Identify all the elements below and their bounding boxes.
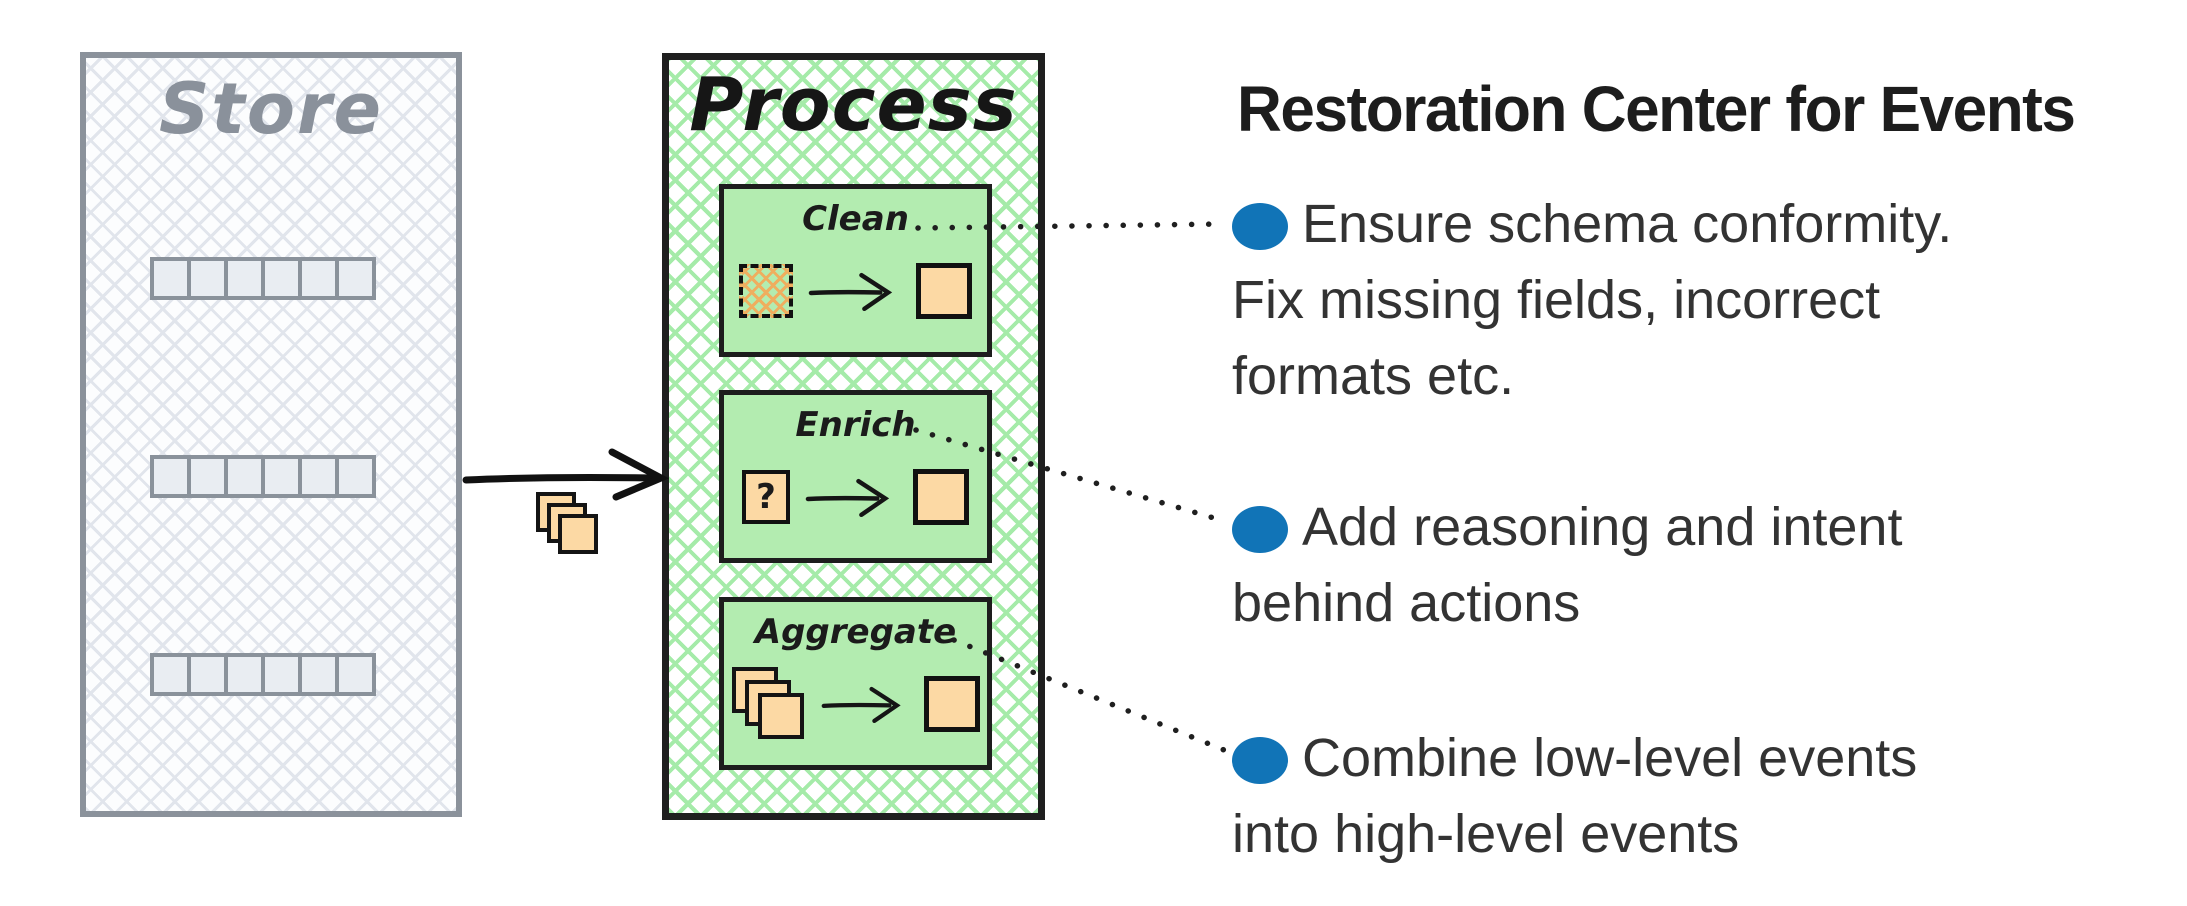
record-cell [224, 653, 265, 696]
orange-square-icon [916, 262, 972, 319]
step-enrich-row: ? [724, 445, 987, 558]
store-record-row [150, 257, 376, 300]
note-item-aggregate: Combine low-level events into high-level… [1232, 720, 1917, 872]
store-to-process-arrow-icon [462, 448, 670, 501]
step-enrich-label: Enrich [795, 405, 916, 445]
note-item-clean: Ensure schema conformity. Fix missing fi… [1232, 186, 1952, 414]
store-record-row [150, 653, 376, 696]
arrow-right-icon [805, 478, 890, 517]
note-text: Combine low-level events [1302, 728, 1918, 788]
step-enrich-box: Enrich ? [719, 390, 992, 563]
step-clean-box: Clean [719, 184, 992, 357]
record-cell [335, 455, 376, 498]
doc-square-icon [558, 514, 598, 554]
step-aggregate-box: Aggregate [719, 597, 992, 770]
note-line: Ensure schema conformity. [1232, 186, 1952, 262]
record-cell [261, 257, 302, 300]
bullet-dot-icon [1232, 737, 1288, 784]
record-cell [335, 257, 376, 300]
question-square-icon: ? [742, 469, 790, 524]
record-cell [335, 653, 376, 696]
record-cell [224, 257, 265, 300]
event-docs-stack-icon [536, 492, 600, 556]
note-text: Ensure schema conformity. [1302, 194, 1953, 254]
step-aggregate-row [724, 652, 987, 765]
record-cell [298, 455, 339, 498]
note-line: formats etc. [1232, 346, 1515, 406]
record-cell [150, 257, 191, 300]
bullet-dot-icon [1232, 506, 1288, 553]
bullet-dot-icon [1232, 203, 1288, 250]
stacked-squares-icon [731, 666, 806, 741]
step-clean-label: Clean [802, 199, 909, 239]
store-box: Store [80, 52, 462, 817]
notes-title: Restoration Center for Events [1237, 73, 2076, 145]
record-cell [298, 653, 339, 696]
record-cell [187, 455, 228, 498]
note-item-enrich: Add reasoning and intent behind actions [1232, 489, 1902, 641]
record-cell [187, 257, 228, 300]
orange-square-icon [913, 468, 969, 525]
step-clean-row [724, 239, 987, 352]
record-cell [187, 653, 228, 696]
arrow-right-icon [821, 686, 901, 723]
note-line: into high-level events [1232, 804, 1740, 864]
record-cell [261, 653, 302, 696]
process-title: Process [689, 62, 1018, 148]
store-title: Store [159, 68, 383, 150]
hatched-square-icon [739, 263, 793, 318]
note-line: Add reasoning and intent [1232, 489, 1902, 565]
record-cell [224, 455, 265, 498]
note-line: Fix missing fields, incorrect [1232, 270, 1881, 330]
store-record-row [150, 455, 376, 498]
orange-square-icon [923, 675, 980, 732]
doc-square-icon [757, 692, 804, 739]
arrow-right-icon [808, 272, 893, 311]
process-box: Process Clean Enrich ? [662, 53, 1045, 820]
record-cell [261, 455, 302, 498]
note-line: Combine low-level events [1232, 720, 1917, 796]
note-text: Add reasoning and intent [1302, 497, 1903, 557]
record-cell [150, 455, 191, 498]
record-cell [298, 257, 339, 300]
note-line: behind actions [1232, 573, 1581, 633]
step-aggregate-label: Aggregate [754, 612, 957, 652]
record-cell [150, 653, 191, 696]
